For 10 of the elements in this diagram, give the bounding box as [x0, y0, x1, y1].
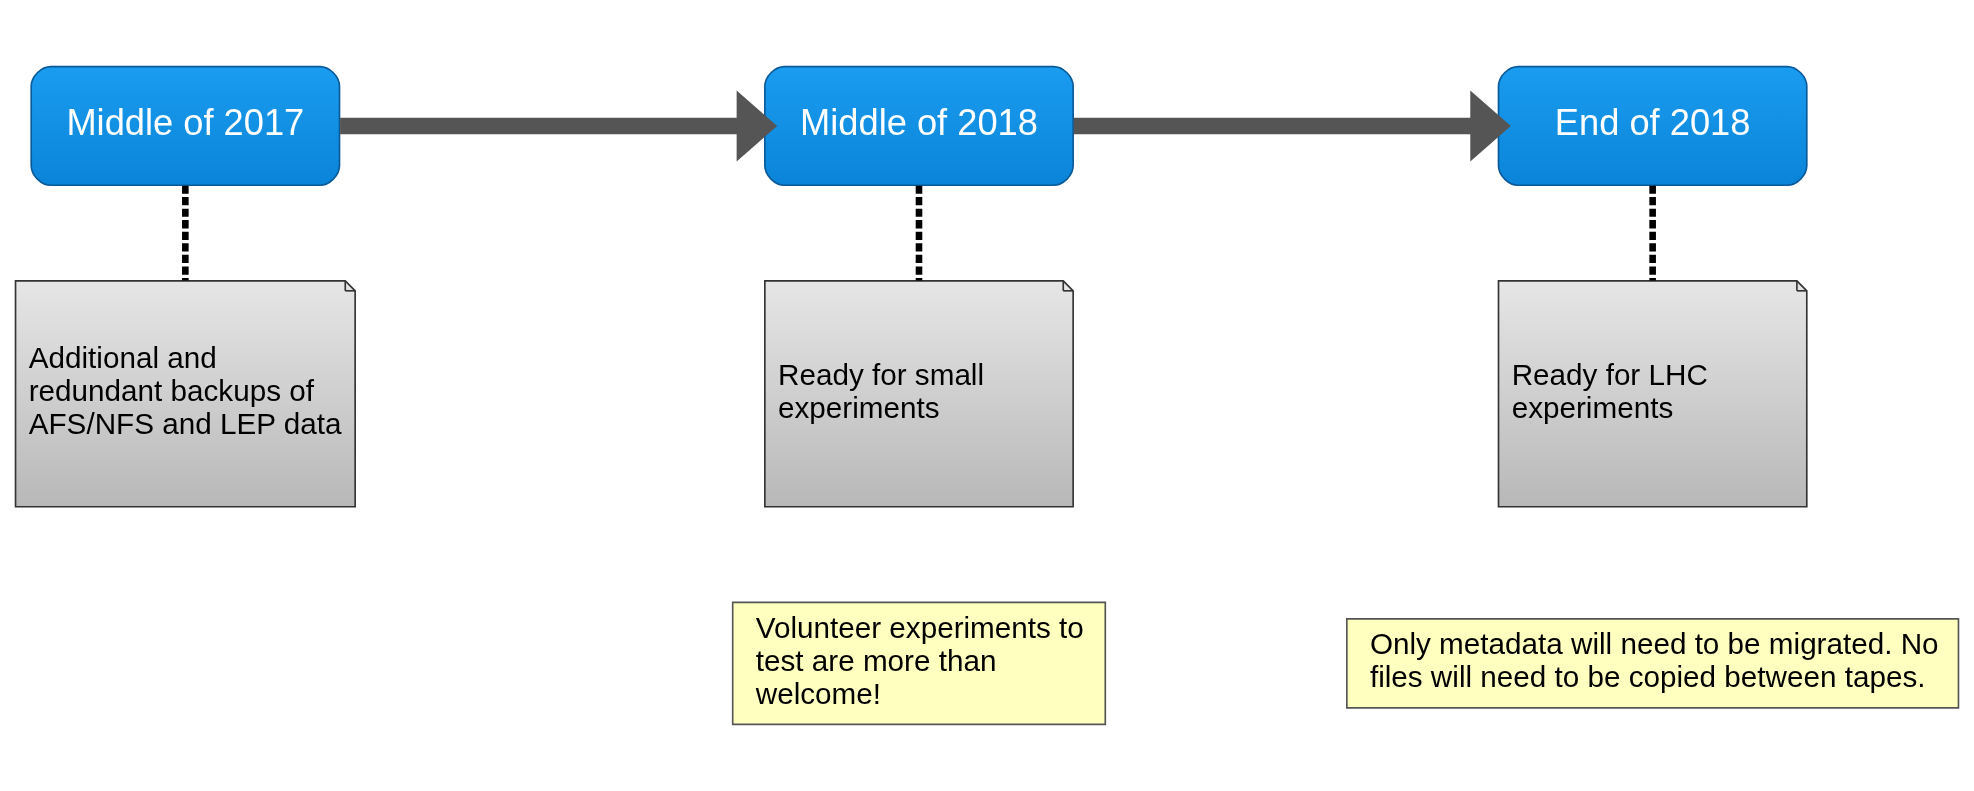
node-box: Middle of 2018 — [764, 65, 1074, 187]
node-box: End of 2018 — [1497, 65, 1808, 187]
node-box: Volunteer experiments to test are more than welcome! — [731, 601, 1107, 726]
connector — [182, 185, 189, 281]
arrow — [340, 90, 778, 162]
node-box: Only metadata will need to be migrated. No files will need to be copied between tapes. — [1346, 618, 1960, 709]
node-box: Middle of 2017 — [30, 65, 341, 187]
connector — [1649, 185, 1656, 281]
connector — [915, 185, 923, 281]
arrow — [1073, 90, 1511, 162]
